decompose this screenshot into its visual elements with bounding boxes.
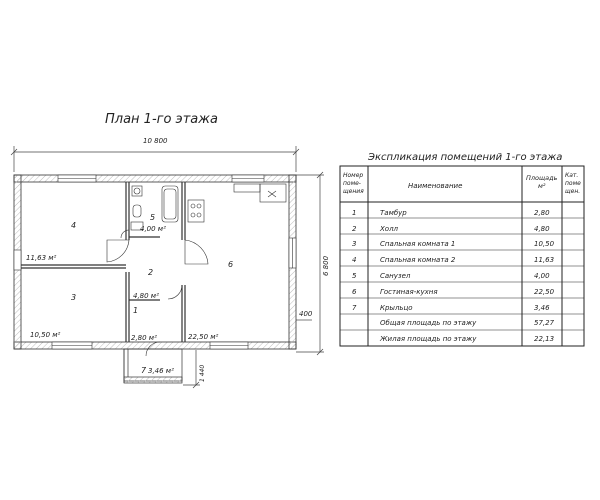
room-number: 5 — [150, 213, 155, 222]
header-name: Наименование — [408, 182, 462, 190]
room-area: 22,50 м² — [188, 333, 219, 341]
header-number-line: Номер — [343, 172, 363, 179]
cell-name: Тамбур — [380, 209, 407, 217]
room-labels: 1 2 3 4 5 6 7 — [71, 213, 233, 375]
cell-area: 11,63 — [534, 256, 554, 264]
height-dimension — [296, 171, 324, 356]
header-number-line: поме- — [343, 180, 361, 187]
explication-rows: 1 Тамбур 2,80 2 Холл 4,80 3 Спальная ком… — [352, 209, 555, 343]
room-number: 3 — [71, 293, 76, 302]
header-category-line: поме — [565, 180, 581, 187]
room-area: 4,00 м² — [140, 225, 166, 233]
kitchen-fixtures — [187, 183, 287, 223]
plan-title: План 1-го этажа — [105, 112, 218, 127]
cell-name: Спальная комната 2 — [380, 256, 456, 264]
room-number: 2 — [148, 268, 153, 277]
room-area: 11,63 м² — [26, 254, 57, 262]
porch — [123, 348, 183, 384]
cell-area: 4,00 — [534, 272, 550, 280]
porch-dimension — [183, 350, 200, 389]
cell-area: 3,46 — [534, 304, 550, 312]
cell-number: 4 — [352, 256, 356, 264]
outer-walls — [13, 174, 297, 350]
header-category-line: Кат. — [565, 172, 578, 179]
cell-number: 7 — [352, 304, 357, 312]
cell-area: 2,80 — [534, 209, 550, 217]
cell-name: Санузел — [380, 272, 411, 280]
width-dimension — [10, 146, 300, 172]
explication-title: Экспликация помещений 1-го этажа — [367, 152, 562, 163]
cell-name: Холл — [379, 225, 399, 233]
cell-name: Крыльцо — [380, 304, 413, 312]
cell-name: Гостиная-кухня — [380, 288, 438, 296]
room-area: 4,80 м² — [133, 292, 159, 300]
cell-number: 1 — [352, 209, 356, 217]
table-row-lines — [340, 217, 584, 331]
cell-area: 57,27 — [534, 319, 555, 327]
height-dimension-label: 6 800 — [322, 255, 330, 276]
room-number: 4 — [71, 221, 76, 230]
header-category-line: щен. — [565, 188, 580, 195]
room-number: 7 — [141, 366, 147, 375]
bathroom-fixtures — [130, 185, 179, 231]
header-number-line: щения — [343, 188, 364, 195]
cell-number: 3 — [352, 240, 356, 248]
door-swings — [106, 229, 209, 357]
cell-number: 6 — [352, 288, 357, 296]
cell-area: 4,80 — [534, 225, 550, 233]
room-area: 10,50 м² — [30, 331, 61, 339]
cell-name: Спальная комната 1 — [380, 240, 455, 248]
windows — [13, 174, 297, 350]
cell-area: 22,50 — [534, 288, 555, 296]
width-dimension-label: 10 800 — [143, 137, 168, 145]
header-area-line: Площадь — [526, 174, 558, 182]
cell-name: Жилая площадь по этажу — [379, 335, 477, 343]
cell-number: 5 — [352, 272, 357, 280]
room-area: 3,46 м² — [148, 367, 174, 375]
cell-number: 2 — [352, 225, 357, 233]
room-number: 6 — [228, 260, 233, 269]
cell-area: 22,13 — [534, 335, 554, 343]
porch-dimension-label: 1 440 — [199, 365, 206, 382]
cell-area: 10,50 — [534, 240, 555, 248]
side-dimension-label: 400 — [299, 310, 313, 318]
room-area: 2,80 м² — [131, 334, 157, 342]
room-areas: 2,80 м² 4,80 м² 10,50 м² 11,63 м² 4,00 м… — [26, 225, 219, 375]
cell-name: Общая площадь по этажу — [380, 319, 477, 327]
room-number: 1 — [133, 306, 138, 315]
interior-walls — [21, 182, 186, 342]
explication-table — [339, 165, 585, 347]
explication-header: Номер поме- щения Наименование Площадь м… — [343, 172, 581, 195]
header-area-line: м² — [538, 182, 546, 190]
